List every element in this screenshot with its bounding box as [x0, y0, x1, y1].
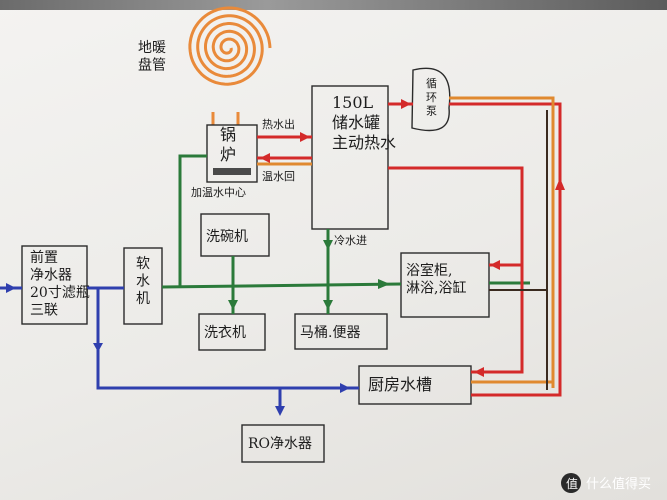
hot-arrow-out	[300, 132, 310, 142]
pump-label: 循环泵	[426, 77, 437, 118]
warm-arrow-back	[260, 153, 270, 163]
cold-arrow-sink	[340, 383, 350, 393]
floor-heating-coil-spiral	[188, 6, 272, 86]
pump-arrow-in	[401, 99, 411, 109]
cold-in-label: 冷水进	[334, 234, 367, 247]
softener-label: 软水机	[136, 256, 150, 307]
kitchen-sink-box	[358, 365, 472, 405]
warm-back-label: 温水回	[262, 170, 295, 183]
soft-arrow-toilet	[323, 300, 333, 310]
soft-arrow-washer	[228, 300, 238, 310]
text-line: 泵	[426, 105, 437, 118]
return-arrow-up	[555, 178, 565, 190]
dishwasher-box	[200, 213, 270, 257]
text-line: 淋浴,浴缸	[406, 280, 466, 297]
text-line: 环	[426, 91, 437, 104]
soft-arrow-bath	[378, 279, 390, 289]
text-line: 地暖	[138, 40, 166, 56]
cold-arrow-ro	[275, 406, 285, 416]
boiler-sub-label: 加温水中心	[191, 186, 246, 199]
boiler-box	[206, 124, 258, 183]
text-line: 150L	[332, 93, 374, 112]
toilet-label: 马桶.便器	[300, 325, 360, 341]
text-line: 净水器	[30, 268, 72, 284]
text-line: 软	[136, 256, 150, 272]
text-line: 三联	[30, 303, 58, 319]
zhi-logo-glyph: 值	[566, 476, 578, 491]
hot-water-lines	[257, 102, 562, 397]
text-line: 前置	[30, 249, 58, 266]
text-line: 锅	[220, 125, 236, 144]
text-line: 20寸滤瓶	[30, 285, 90, 301]
cold-arrow-down	[93, 343, 103, 352]
text-line: 水	[136, 274, 150, 290]
ro-box	[241, 424, 325, 463]
kitchen-sink-label: 厨房水槽	[368, 375, 432, 394]
text-line: 机	[136, 291, 150, 307]
zhi-logo-icon	[561, 473, 581, 493]
hot-arrow-bath	[490, 260, 500, 270]
ro-label: RO净水器	[248, 436, 312, 452]
text-line: 盘管	[138, 57, 166, 74]
toilet-box	[294, 313, 388, 350]
text-line: 浴室柜,	[406, 262, 452, 279]
pump-box	[411, 67, 451, 132]
dishwasher-label: 洗碗机	[206, 229, 248, 245]
text-line: 炉	[220, 145, 236, 164]
floor-heating-coil-label: 地暖盘管	[138, 40, 166, 74]
boiler-label: 锅炉	[220, 125, 236, 164]
hot-out-label: 热水出	[262, 117, 295, 131]
pre-filter-box	[21, 245, 88, 325]
text-line: 循	[426, 77, 437, 90]
bathroom-label: 浴室柜,淋浴,浴缸	[406, 262, 466, 297]
hot-arrow-sink	[474, 367, 484, 377]
text-line: 储水罐	[332, 113, 380, 132]
warm-water-lines	[257, 96, 555, 388]
boiler-burner-icon	[213, 168, 251, 175]
soft-arrow-cold-in	[323, 240, 333, 250]
table-edge	[0, 0, 667, 10]
cold-arrow-in	[6, 283, 16, 293]
washer-label: 洗衣机	[204, 325, 246, 341]
watermark-text: 什么值得买	[586, 476, 651, 492]
return-line	[489, 110, 548, 390]
text-line: 主动热水	[332, 133, 396, 152]
